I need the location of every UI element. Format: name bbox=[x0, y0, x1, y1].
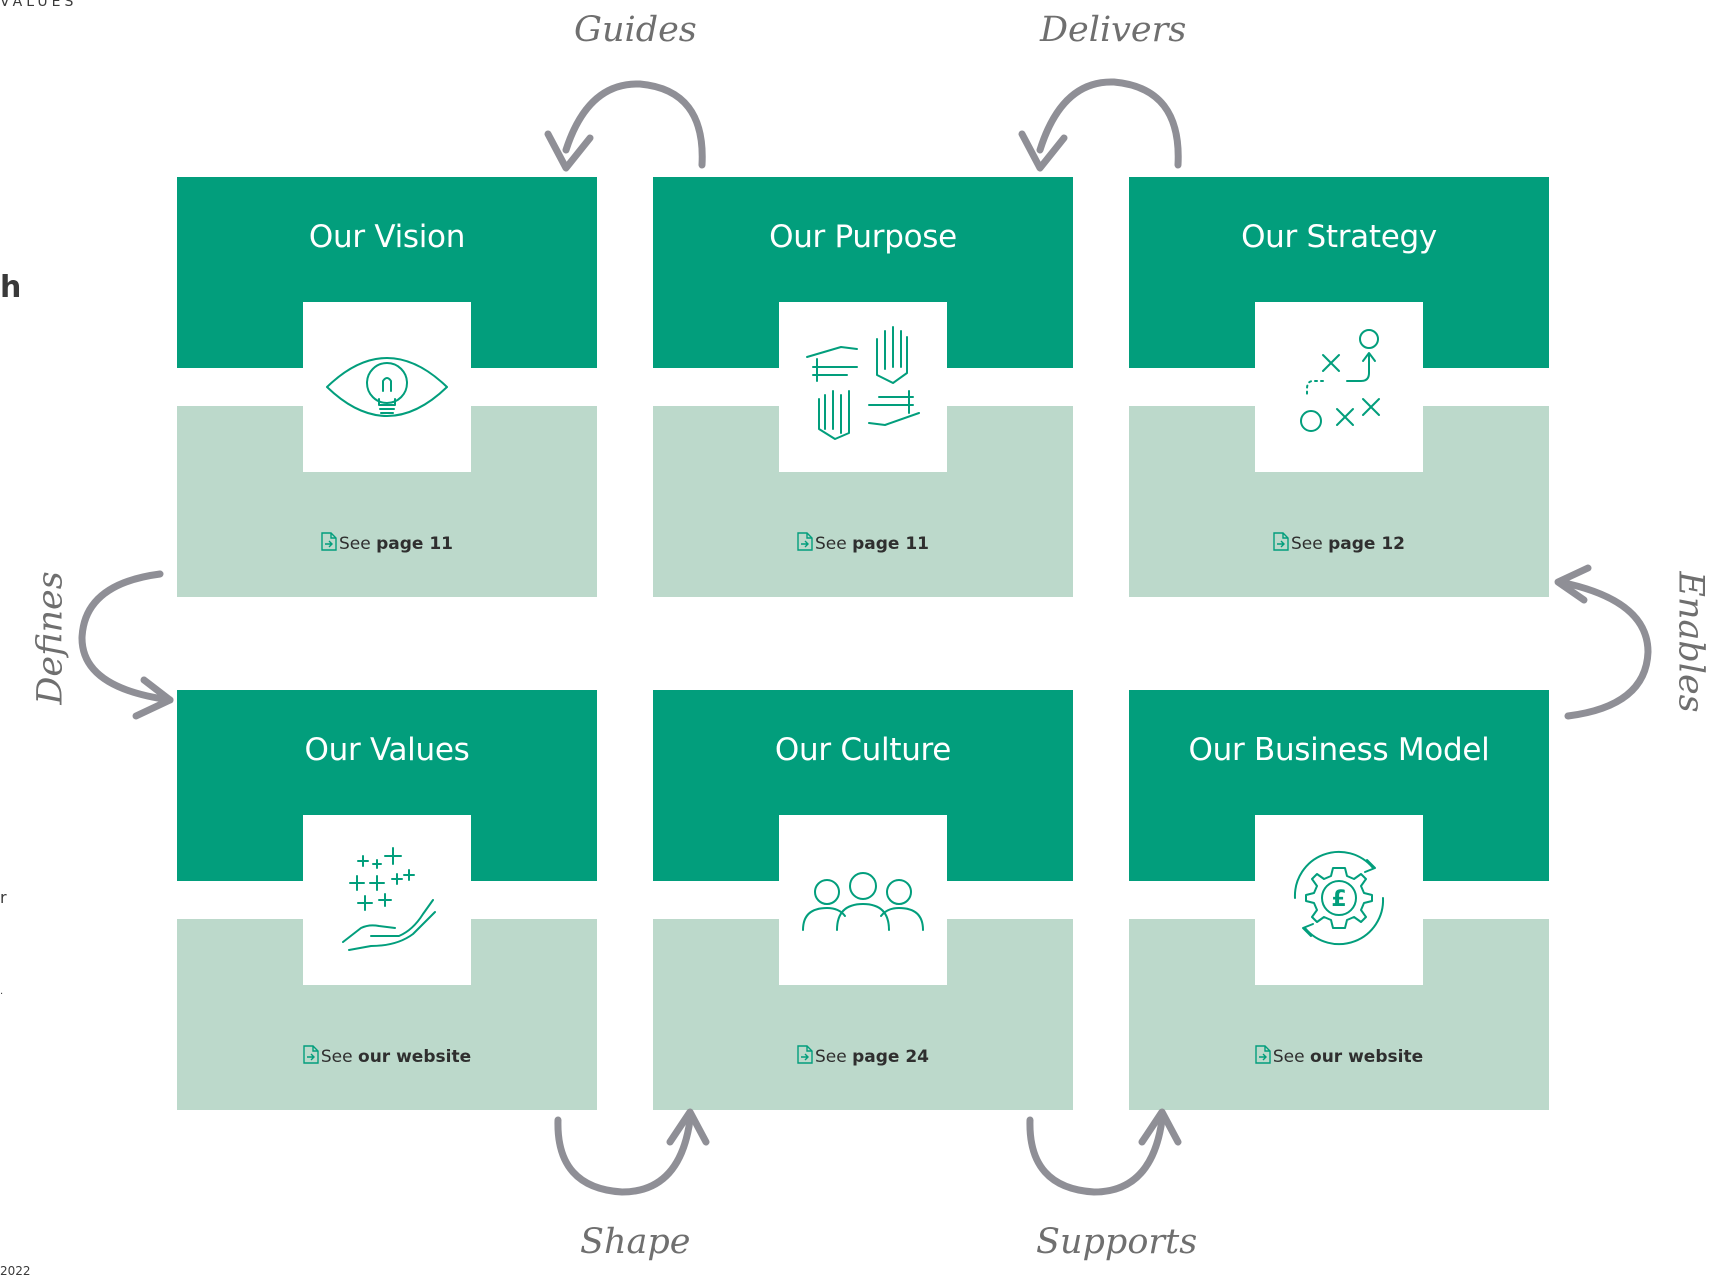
card-title: Our Strategy bbox=[1241, 219, 1437, 255]
card-title: Our Vision bbox=[308, 219, 466, 255]
connector-label-supports: Supports bbox=[1036, 1222, 1198, 1262]
defines-arrow bbox=[78, 570, 174, 704]
card-our-values: Our Values See our website bbox=[177, 690, 597, 1110]
card-our-culture: Our Culture See page 24 bbox=[653, 690, 1073, 1110]
see-label: See bbox=[1290, 534, 1323, 554]
guides-arrowhead bbox=[544, 130, 594, 172]
icon-tile: £ bbox=[1255, 815, 1423, 985]
section-header-fragment: VALUES bbox=[0, 0, 78, 10]
page-reference-link[interactable]: See page 11 bbox=[177, 532, 597, 554]
delivers-arrow bbox=[1036, 78, 1182, 169]
people-group-icon bbox=[802, 872, 924, 931]
icon-tile bbox=[1255, 302, 1423, 472]
eye-lightbulb-icon bbox=[326, 357, 448, 417]
reference-target: our website bbox=[358, 1047, 472, 1067]
website-reference-link[interactable]: See our website bbox=[1129, 1045, 1549, 1067]
see-label: See bbox=[814, 1047, 847, 1067]
icon-tile bbox=[779, 815, 947, 985]
supports-arrowhead bbox=[1138, 1108, 1182, 1146]
document-icon bbox=[321, 532, 337, 551]
body-text-fragment-dot: . bbox=[0, 986, 4, 997]
reference-target: page 11 bbox=[852, 534, 930, 554]
document-icon bbox=[797, 1045, 813, 1064]
card-our-business-model: Our Business Model £ See our website bbox=[1129, 690, 1549, 1110]
page-reference-link[interactable]: See page 11 bbox=[653, 532, 1073, 554]
supports-arrow bbox=[1026, 1116, 1166, 1196]
document-icon bbox=[1273, 532, 1289, 551]
svg-text:£: £ bbox=[1331, 887, 1346, 912]
enables-arrowhead bbox=[1554, 564, 1592, 604]
see-label: See bbox=[1272, 1047, 1305, 1067]
see-label: See bbox=[338, 534, 371, 554]
shape-arrow bbox=[554, 1116, 694, 1196]
icon-tile bbox=[779, 302, 947, 472]
connector-label-guides: Guides bbox=[574, 10, 697, 50]
page-reference-link[interactable]: See page 24 bbox=[653, 1045, 1073, 1067]
reference-target: page 12 bbox=[1328, 534, 1406, 554]
website-reference-link[interactable]: See our website bbox=[177, 1045, 597, 1067]
card-title: Our Culture bbox=[774, 732, 952, 768]
card-our-vision: Our Vision See page 11 bbox=[177, 177, 597, 597]
joined-hands-icon bbox=[806, 326, 920, 440]
sparkles-hand-icon bbox=[342, 847, 436, 951]
connector-label-delivers: Delivers bbox=[1040, 10, 1187, 50]
card-our-strategy: Our Strategy See page 12 bbox=[1129, 177, 1549, 597]
icon-tile bbox=[303, 815, 471, 985]
heading-fragment: h bbox=[0, 270, 22, 305]
shape-arrowhead bbox=[666, 1108, 710, 1146]
see-label: See bbox=[320, 1047, 353, 1067]
reference-target: page 11 bbox=[376, 534, 454, 554]
page-reference-link[interactable]: See page 12 bbox=[1129, 532, 1549, 554]
icon-tile bbox=[303, 302, 471, 472]
reference-target: page 24 bbox=[852, 1047, 930, 1067]
body-text-fragment: r bbox=[0, 888, 7, 907]
strategy-play-icon bbox=[1300, 329, 1380, 432]
gear-pound-cycle-icon: £ bbox=[1293, 850, 1385, 946]
see-label: See bbox=[814, 534, 847, 554]
document-icon bbox=[303, 1045, 319, 1064]
enables-arrow bbox=[1556, 578, 1652, 720]
connector-label-defines: Defines bbox=[30, 571, 71, 705]
card-title: Our Values bbox=[304, 732, 470, 768]
connector-label-enables: Enables bbox=[1670, 571, 1711, 713]
document-icon bbox=[797, 532, 813, 551]
delivers-arrowhead bbox=[1018, 130, 1068, 172]
card-our-purpose: Our Purpose See page 11 bbox=[653, 177, 1073, 597]
defines-arrowhead bbox=[132, 676, 174, 720]
connector-label-shape: Shape bbox=[580, 1222, 691, 1262]
footer-year-fragment: 2022 bbox=[0, 1264, 31, 1278]
document-icon bbox=[1255, 1045, 1271, 1064]
guides-arrow bbox=[562, 80, 706, 169]
reference-target: our website bbox=[1310, 1047, 1424, 1067]
card-title: Our Purpose bbox=[769, 219, 957, 255]
card-title: Our Business Model bbox=[1188, 732, 1490, 768]
